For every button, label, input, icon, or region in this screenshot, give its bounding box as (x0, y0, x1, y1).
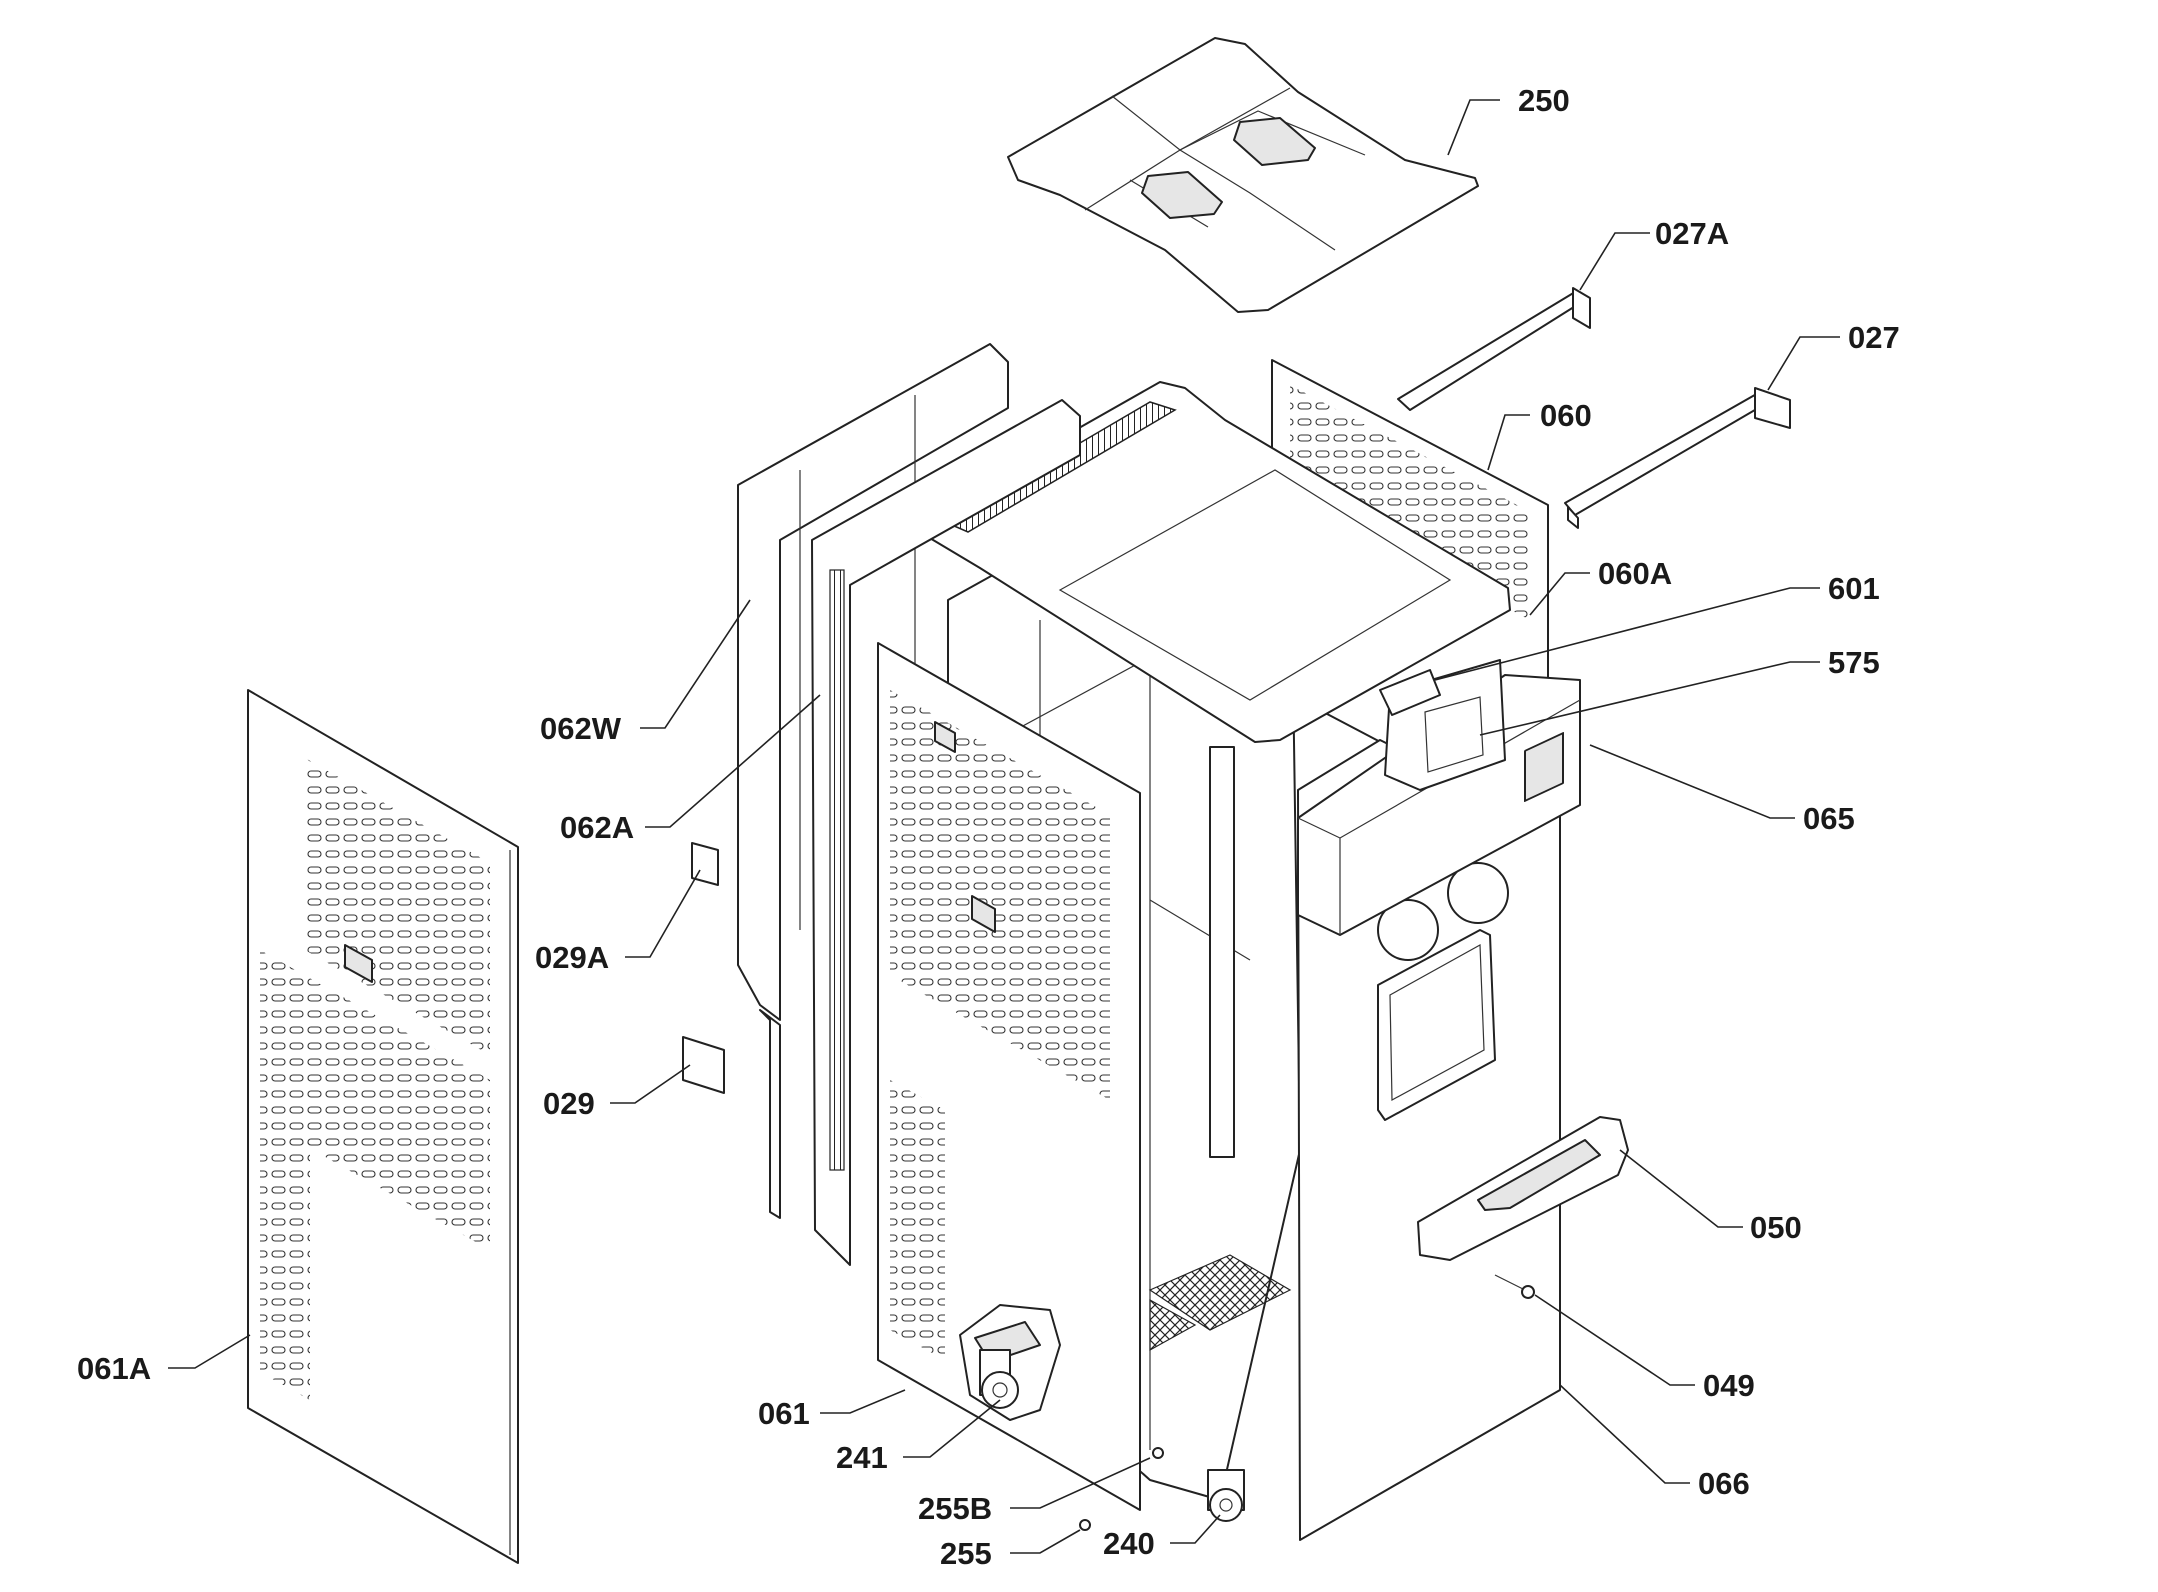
leader-lines (168, 99, 1840, 1554)
callout-027A: 027A (1655, 216, 1729, 251)
callout-066: 066 (1698, 1466, 1750, 1501)
callout-601: 601 (1828, 571, 1880, 606)
side-panel-061A (247, 689, 519, 1564)
callout-240: 240 (1103, 1526, 1155, 1561)
screw-255 (1079, 1519, 1091, 1531)
leader-060A (1529, 572, 1590, 616)
callout-575: 575 (1828, 645, 1880, 680)
leader-060 (1487, 414, 1530, 471)
callout-062A: 062A (560, 810, 634, 845)
top-cover-panel-250 (1007, 37, 1479, 313)
leader-575 (1479, 661, 1820, 736)
callout-029: 029 (543, 1086, 595, 1121)
screw-255B (1152, 1447, 1164, 1459)
callout-062W: 062W (540, 711, 622, 746)
callout-065: 065 (1803, 801, 1855, 836)
leader-601 (1434, 587, 1820, 681)
leader-061 (820, 1389, 906, 1414)
callout-255B: 255B (918, 1491, 992, 1526)
drip-tray-050 (1417, 1116, 1629, 1261)
side-panel-061 (877, 642, 1141, 1511)
leader-029 (610, 1064, 691, 1104)
leader-241 (903, 1399, 1001, 1458)
callout-250: 250 (1518, 83, 1570, 118)
side-panel-062W (737, 343, 1009, 1219)
leader-255B (1010, 1457, 1151, 1509)
callout-050: 050 (1750, 1210, 1802, 1245)
leader-062W (640, 599, 751, 729)
callout-060: 060 (1540, 398, 1592, 433)
leader-066 (1559, 1384, 1690, 1484)
leader-029A (625, 869, 701, 958)
callout-061A: 061A (77, 1351, 151, 1386)
caster-241 (959, 1304, 1061, 1421)
caster-240 (1207, 1469, 1245, 1522)
plug-029A (691, 842, 719, 886)
leader-255 (1010, 1529, 1081, 1554)
leader-250 (1447, 99, 1500, 156)
leader-065 (1589, 744, 1795, 819)
rail-027A (1397, 287, 1591, 411)
callout-029A: 029A (535, 940, 609, 975)
plug-029 (682, 1036, 725, 1094)
callout-241: 241 (836, 1440, 888, 1475)
leader-049 (1534, 1294, 1695, 1386)
leader-027 (1767, 336, 1840, 391)
header-box-065 (1297, 674, 1581, 936)
callout-027: 027 (1848, 320, 1900, 355)
side-panel-062A (811, 399, 1081, 1266)
callout-labels: 250 027A 027 060 060A 601 575 065 062W 0… (77, 83, 1900, 1571)
leader-027A (1579, 232, 1650, 291)
leader-062A (645, 694, 821, 828)
callout-061: 061 (758, 1396, 810, 1431)
rail-027 (1564, 387, 1791, 529)
leader-061A (168, 1334, 251, 1369)
screw-049 (1494, 1274, 1535, 1299)
callout-049: 049 (1703, 1368, 1755, 1403)
callout-060A: 060A (1598, 556, 1672, 591)
callout-255: 255 (940, 1536, 992, 1571)
leader-240 (1170, 1514, 1221, 1544)
leader-050 (1619, 1149, 1743, 1228)
bracket-601 (1379, 669, 1441, 716)
